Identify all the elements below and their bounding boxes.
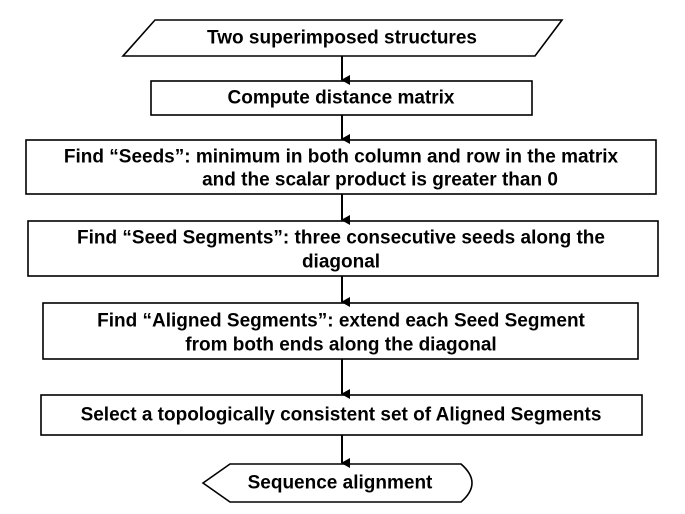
step-find-seed-segments: Find “Seed Segments”: three consecutive … bbox=[27, 220, 659, 277]
step-4-line-1: Find “Aligned Segments”: extend each See… bbox=[97, 311, 585, 332]
step-select-consistent-set: Select a topologically consistent set of… bbox=[40, 394, 643, 436]
step-4-line-2: from both ends along the diagonal bbox=[185, 335, 496, 356]
step-3-line-1: Find “Seed Segments”: three consecutive … bbox=[77, 228, 605, 249]
step-2-line-1: Find “Seeds”: minimum in both column and… bbox=[64, 147, 619, 168]
step-compute-distance-matrix: Compute distance matrix bbox=[150, 80, 533, 116]
output-node: Sequence alignment bbox=[201, 463, 473, 503]
input-node: Two superimposed structures bbox=[121, 19, 564, 57]
step-5-line-1: Select a topologically consistent set of… bbox=[81, 405, 602, 426]
input-label: Two superimposed structures bbox=[207, 28, 477, 49]
step-3-line-2: diagonal bbox=[302, 252, 380, 273]
step-find-aligned-segments: Find “Aligned Segments”: extend each See… bbox=[42, 302, 639, 360]
step-1-line-1: Compute distance matrix bbox=[228, 88, 455, 109]
output-label: Sequence alignment bbox=[248, 473, 433, 494]
step-find-seeds: Find “Seeds”: minimum in both column and… bbox=[25, 139, 657, 195]
step-2-line-2: and the scalar product is greater than 0 bbox=[202, 170, 558, 191]
